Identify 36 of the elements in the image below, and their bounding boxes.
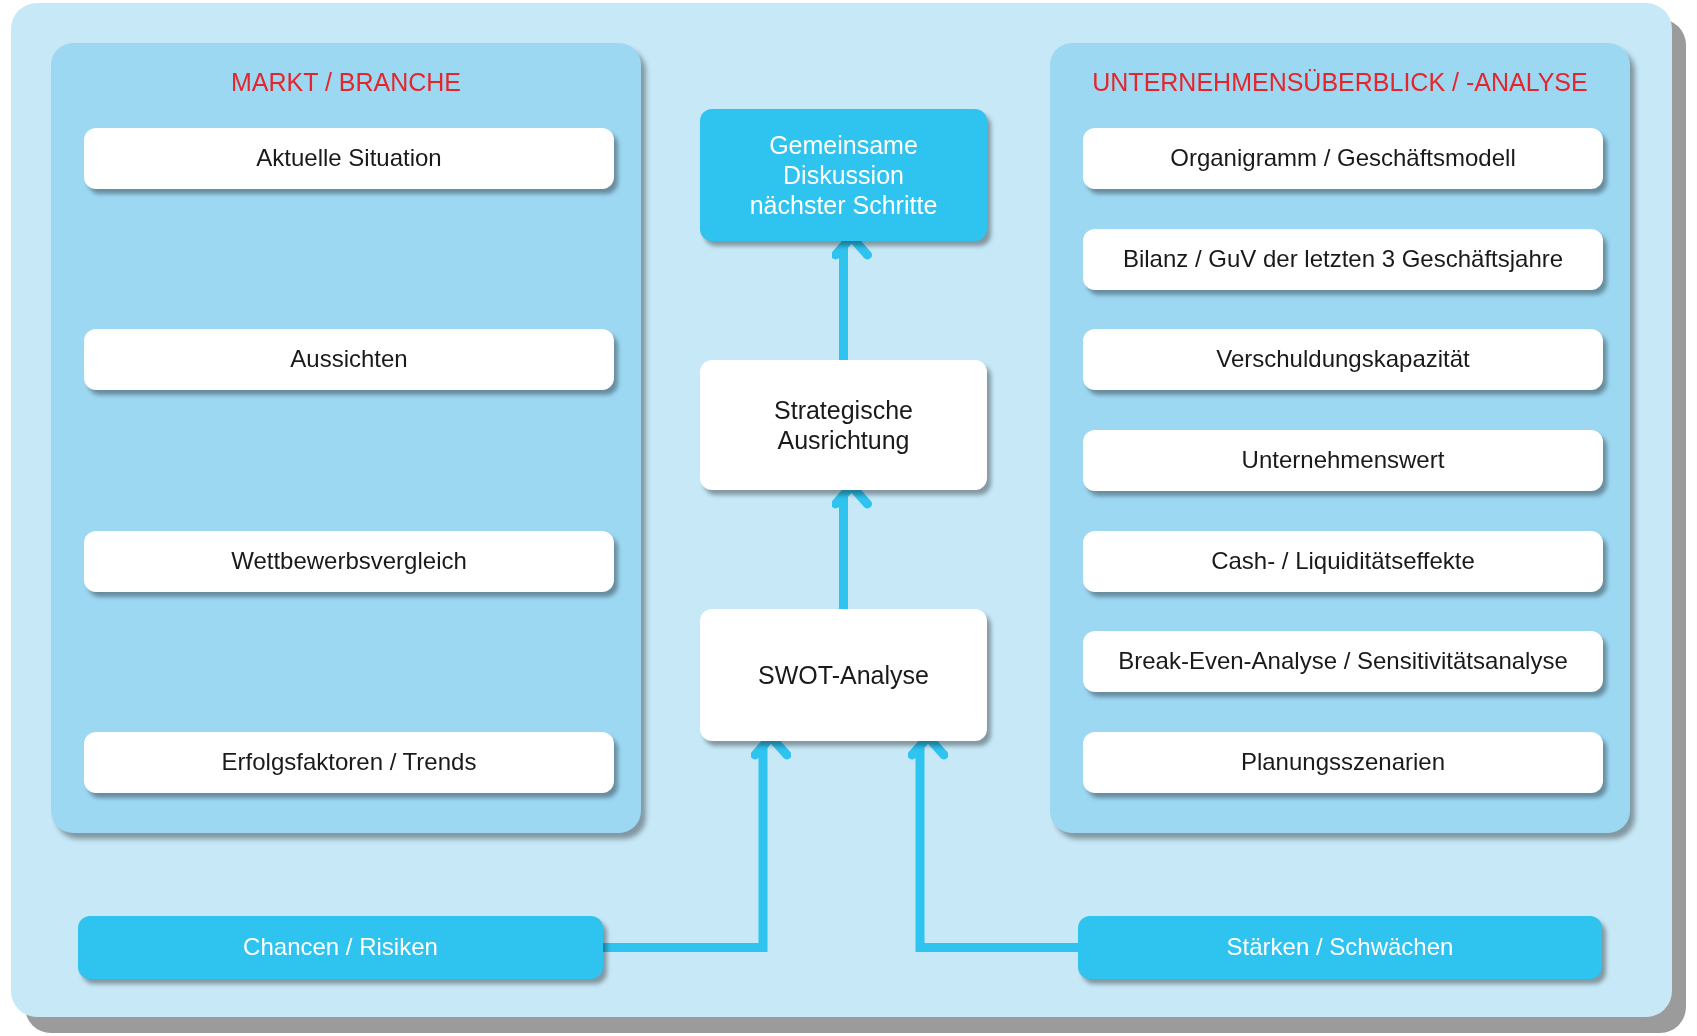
- process-box: [1083, 530, 1603, 592]
- box-label: Cash- / Liquiditätseffekte: [1211, 546, 1475, 576]
- box-label: Aktuelle Situation: [256, 144, 442, 173]
- box-label: Wettbewerbsvergleich: [231, 546, 467, 576]
- box-label: Unternehmenswert: [1241, 446, 1445, 475]
- highlight-box: [700, 109, 987, 241]
- process-box: [84, 530, 614, 592]
- box-label: Verschuldungskapazität: [1216, 345, 1470, 375]
- box-label: Aussichten: [290, 345, 408, 375]
- box-label: Organigramm / Geschäftsmodell: [1170, 144, 1516, 173]
- group-panel: [1050, 43, 1630, 833]
- group-panel: [51, 43, 641, 833]
- process-box: [1083, 128, 1603, 189]
- box-label: Gemeinsame Diskussion nächster Schritte: [748, 130, 939, 220]
- box-label: Erfolgsfaktoren / Trends: [221, 748, 477, 777]
- panel-heading: UNTERNEHMENSÜBERBLICK / -ANALYSE: [1091, 67, 1589, 98]
- box-label: Chancen / Risiken: [243, 933, 438, 962]
- panel-heading: MARKT / BRANCHE: [229, 67, 463, 98]
- process-box: [1083, 732, 1603, 793]
- box-label: SWOT-Analyse: [758, 660, 929, 690]
- process-box: [84, 128, 614, 189]
- box-label: Strategische Ausrichtung: [773, 395, 914, 455]
- process-box: [1083, 430, 1603, 491]
- box-label: Planungsszenarien: [1240, 748, 1446, 777]
- process-box: [1083, 228, 1603, 290]
- process-box: [84, 329, 614, 391]
- process-box: [84, 732, 614, 793]
- box-label: Break-Even-Analyse / Sensitivitätsanalyse: [1118, 647, 1568, 677]
- highlight-box: [78, 916, 603, 979]
- process-box: [1083, 329, 1603, 391]
- process-box: [700, 609, 987, 741]
- box-label: Stärken / Schwächen: [1226, 933, 1454, 962]
- highlight-box: [1078, 916, 1602, 979]
- box-label: Bilanz / GuV der letzten 3 Geschäftsjahre: [1122, 244, 1564, 274]
- process-box: [700, 360, 987, 490]
- process-box: [1083, 631, 1603, 693]
